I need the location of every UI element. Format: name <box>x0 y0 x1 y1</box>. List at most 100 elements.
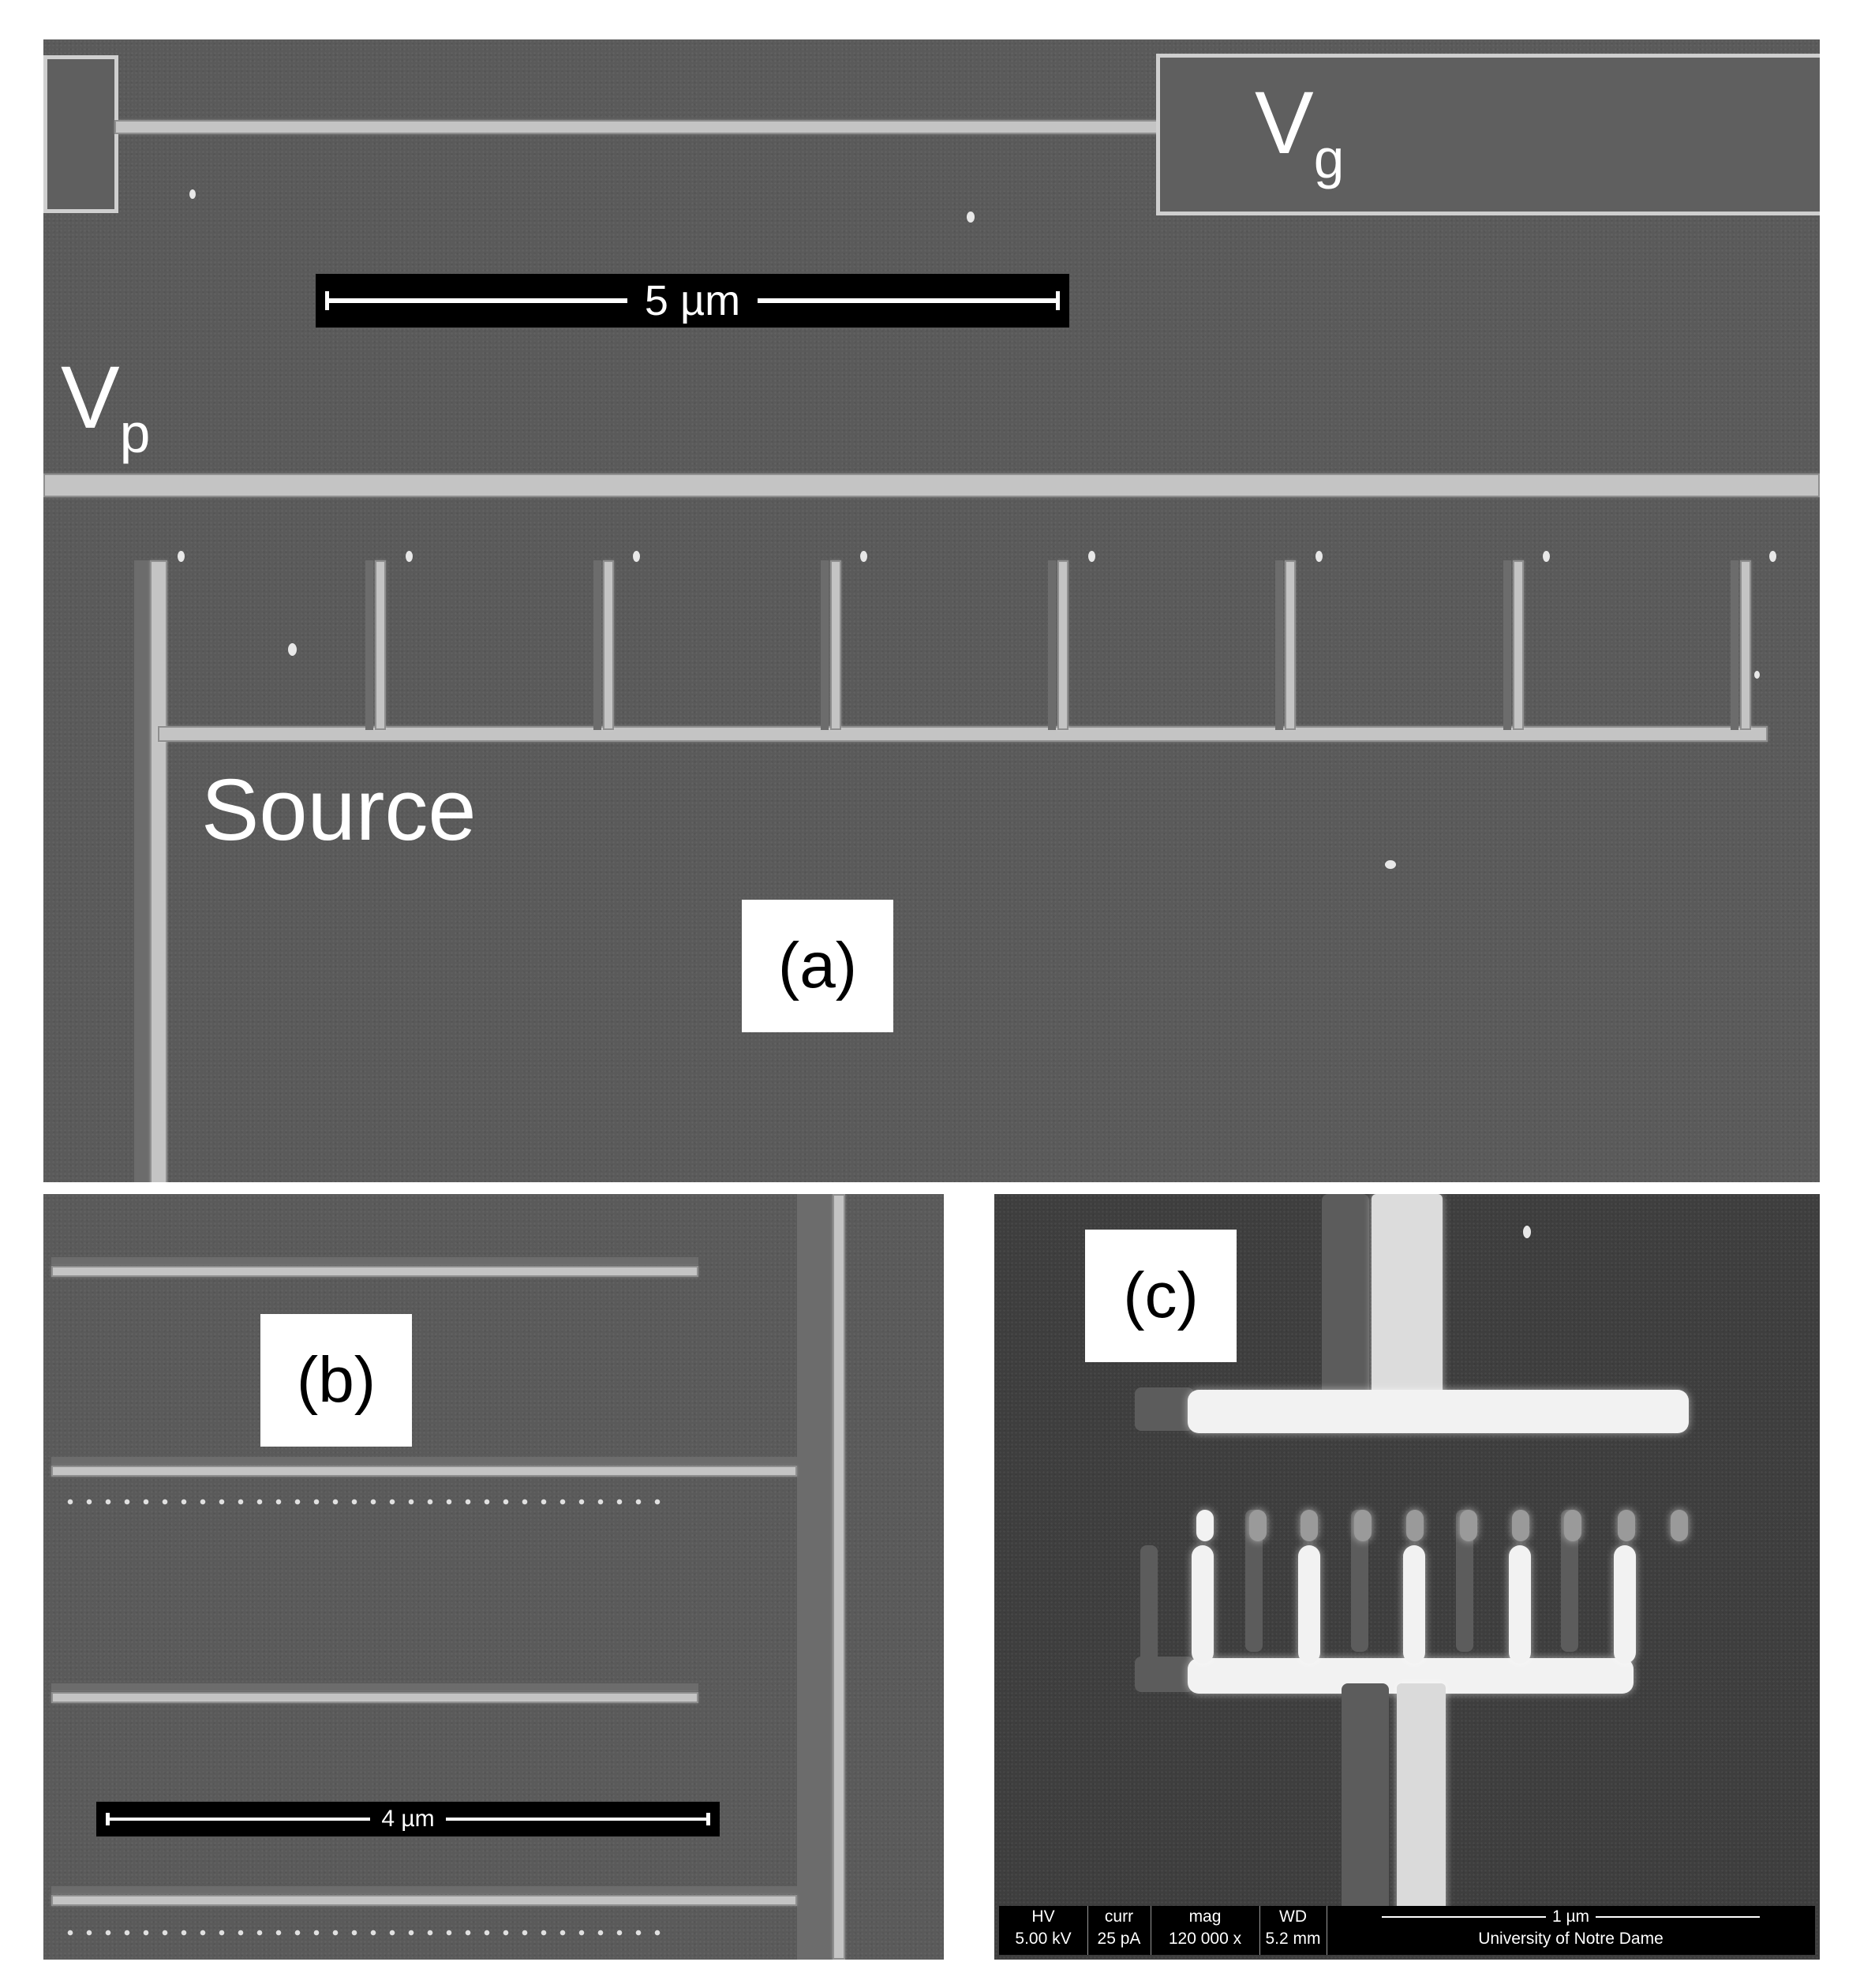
vg-label: Vg <box>1255 73 1345 190</box>
finger-shadow <box>1048 560 1056 730</box>
dust-particle <box>189 189 196 199</box>
hv-header: HV <box>1031 1908 1055 1926</box>
curr-cell: curr 25 pA <box>1087 1906 1151 1955</box>
finger-shadow <box>1731 560 1738 730</box>
hv-value: 5.00 kV <box>1015 1930 1072 1948</box>
panel-b-label: (b) <box>260 1314 412 1447</box>
panel-a-sem-image: Vg Vp Source 5 µm (a) <box>43 39 1820 1182</box>
top-electrode-bar <box>1188 1390 1689 1433</box>
finger-shadow <box>51 1257 698 1265</box>
curr-value: 25 pA <box>1097 1930 1141 1948</box>
tip-speck <box>860 551 867 562</box>
panel-c-label: (c) <box>1085 1230 1237 1362</box>
tip-dot <box>1354 1510 1372 1541</box>
comb-tooth <box>1192 1545 1214 1664</box>
tip-dot <box>1460 1510 1477 1541</box>
bus-shadow <box>797 1194 836 1960</box>
dust-particle <box>1754 671 1760 679</box>
finger <box>1285 560 1296 730</box>
source-bus <box>150 560 167 1182</box>
hv-cell: HV 5.00 kV <box>999 1906 1088 1955</box>
finger-shadow <box>821 560 829 730</box>
finger <box>1740 560 1751 730</box>
panel-c-sem-image: (c) HV 5.00 kV curr 25 pA mag 120 000 x … <box>994 1194 1820 1960</box>
top-stem <box>1372 1194 1443 1407</box>
comb-tooth <box>1509 1545 1531 1664</box>
dust-particle <box>1385 860 1396 869</box>
tip-dot <box>1301 1510 1318 1541</box>
finger-shadow <box>1275 560 1283 730</box>
vp-wire <box>43 474 1820 497</box>
finger <box>603 560 614 730</box>
bottom-stem <box>1397 1683 1446 1920</box>
panel-a-label: (a) <box>742 900 893 1032</box>
dust-particle <box>288 643 297 656</box>
counter-tooth <box>1140 1545 1158 1683</box>
stem-shadow <box>1322 1194 1369 1399</box>
finger <box>51 1266 698 1277</box>
finger-shadow <box>593 560 601 730</box>
institution-label: University of Notre Dame <box>1478 1930 1664 1948</box>
finger-shadow <box>51 1886 797 1894</box>
finger <box>51 1466 797 1477</box>
counter-tooth <box>1561 1510 1578 1652</box>
finger <box>1513 560 1524 730</box>
tip-dot <box>1512 1510 1529 1541</box>
counter-tooth <box>1351 1510 1368 1652</box>
source-label: Source <box>201 762 477 859</box>
tip-dot <box>1406 1510 1424 1541</box>
comb-tooth <box>1298 1545 1320 1664</box>
tip-dot <box>1618 1510 1635 1541</box>
mag-value: 120 000 x <box>1168 1930 1242 1948</box>
scale-cell: 1 µm University of Notre Dame <box>1327 1906 1815 1955</box>
dot-row <box>61 1930 668 1936</box>
tip-speck <box>178 551 185 562</box>
bottom-stem-shadow <box>1342 1683 1389 1920</box>
finger <box>51 1692 698 1703</box>
left-contact-pad <box>43 55 118 213</box>
top-bar-shadow <box>1135 1387 1194 1431</box>
gate-pad <box>1156 54 1820 215</box>
sem-info-bar: HV 5.00 kV curr 25 pA mag 120 000 x WD 5… <box>999 1906 1815 1955</box>
dot-row <box>61 1499 668 1505</box>
comb-tooth <box>1403 1545 1425 1664</box>
source-bus-shadow <box>134 560 150 1182</box>
scalebar-4um: 4 µm <box>96 1802 720 1836</box>
source-rail <box>158 726 1768 742</box>
finger-shadow <box>51 1457 797 1465</box>
finger <box>51 1895 797 1906</box>
dust-particle <box>967 212 975 223</box>
info-scale-row: 1 µm <box>1327 1906 1815 1928</box>
finger <box>830 560 841 730</box>
counter-tooth <box>1456 1510 1473 1652</box>
tip-speck <box>633 551 640 562</box>
curr-header: curr <box>1104 1908 1134 1926</box>
tip-speck <box>1088 551 1095 562</box>
vp-label: Vp <box>61 348 151 465</box>
tip-dot <box>1564 1510 1581 1541</box>
wd-header: WD <box>1279 1908 1307 1926</box>
panel-b-sem-image: 4 µm (b) <box>43 1194 944 1960</box>
scalebar-5um: 5 µm <box>316 274 1069 328</box>
tip-speck <box>1315 551 1323 562</box>
dust-particle <box>1523 1226 1531 1238</box>
finger-shadow <box>365 560 373 730</box>
finger <box>375 560 386 730</box>
vertical-bus <box>833 1194 845 1960</box>
comb-tooth <box>1614 1545 1636 1664</box>
counter-tooth <box>1245 1510 1263 1652</box>
tip-dot <box>1671 1510 1688 1541</box>
wd-value: 5.2 mm <box>1265 1930 1321 1948</box>
mag-cell: mag 120 000 x <box>1151 1906 1260 1955</box>
finger-shadow <box>51 1683 698 1691</box>
tip-speck <box>1769 551 1776 562</box>
tip-speck <box>406 551 413 562</box>
finger-shadow <box>1503 560 1511 730</box>
tip-dot <box>1249 1510 1267 1541</box>
wd-cell: WD 5.2 mm <box>1259 1906 1327 1955</box>
tip-speck <box>1543 551 1550 562</box>
gate-wire <box>114 120 1164 134</box>
mag-header: mag <box>1188 1908 1222 1926</box>
finger <box>1057 560 1068 730</box>
info-scale-label: 1 µm <box>1545 1906 1596 1928</box>
